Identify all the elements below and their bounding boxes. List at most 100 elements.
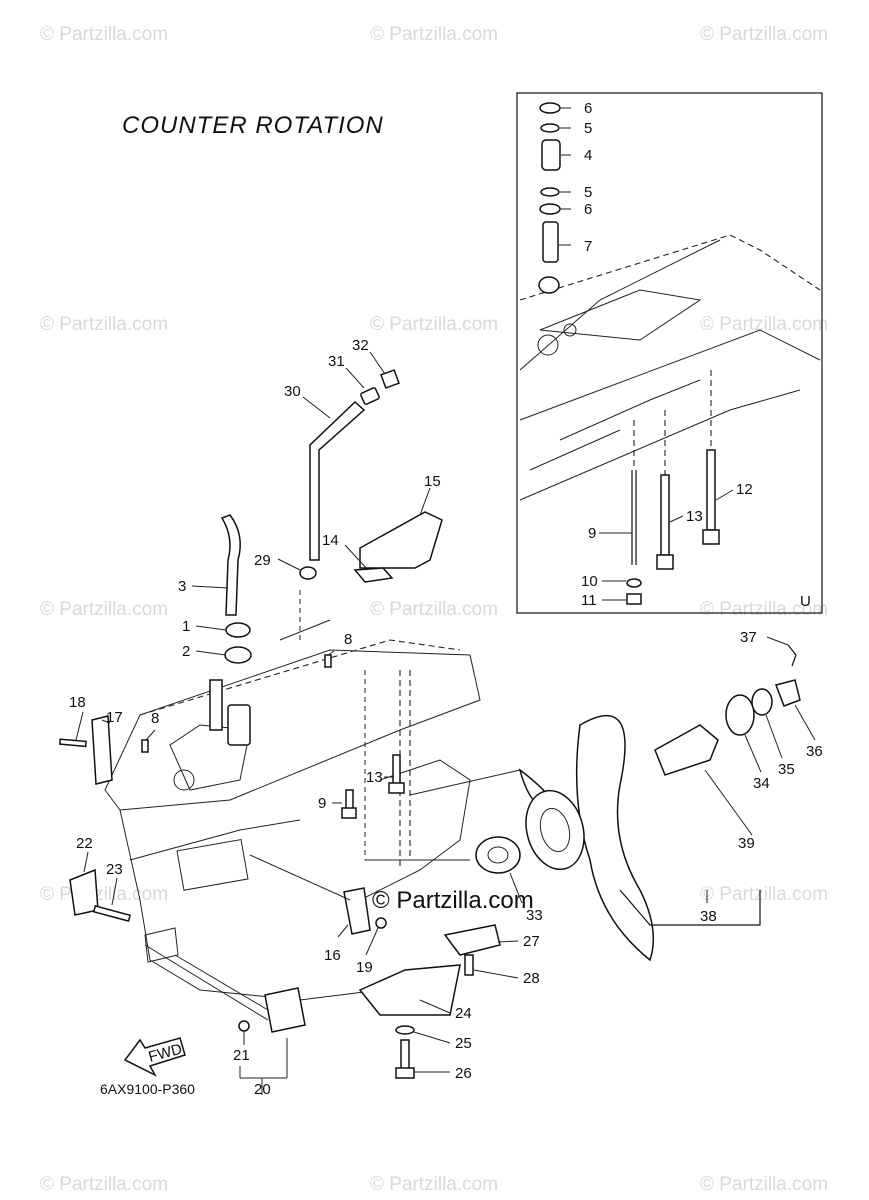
propeller-hub (525, 789, 585, 871)
trim-tab-part-22 (69, 868, 99, 916)
watermark: © Partzilla.com (40, 599, 168, 620)
callout-35: 35 (778, 761, 795, 778)
callout-5b: 5 (584, 184, 592, 201)
watermark: © Partzilla.com (370, 314, 498, 335)
callout-32: 32 (352, 337, 369, 354)
spacer-part-33 (475, 836, 521, 874)
callout-6b: 6 (584, 201, 592, 218)
center-watermark: © Partzilla.com (372, 887, 534, 914)
bolt-part-12 (706, 449, 716, 531)
callout-8: 8 (344, 631, 352, 648)
inset-label: U (800, 593, 811, 610)
anode-part-20 (264, 987, 306, 1033)
watermark: © Partzilla.com (700, 24, 828, 45)
callout-13b: 13 (366, 769, 383, 786)
callout-34: 34 (753, 775, 770, 792)
callout-18: 18 (69, 694, 86, 711)
spline-part-39 (654, 724, 719, 776)
inset-frame (516, 92, 823, 614)
propeller-blade (575, 714, 655, 962)
callout-26: 26 (455, 1065, 472, 1082)
nut-part-21 (238, 1020, 250, 1032)
callout-25: 25 (455, 1035, 472, 1052)
thrust-washer-part-34 (725, 694, 755, 736)
callout-13: 13 (686, 508, 703, 525)
clip-part-32 (380, 369, 400, 389)
fasteners-drawing (58, 715, 501, 1079)
inset-housing-drawing (519, 234, 821, 501)
plate-part-24 (358, 964, 461, 1016)
callout-11: 11 (581, 592, 597, 609)
callout-31: 31 (328, 353, 345, 370)
washer-part-10 (626, 578, 642, 588)
watermark-group: © Partzilla.com © Partzilla.com © Partzi… (40, 24, 828, 1195)
callout-labels: 1 2 3 5 6 4 5 6 7 8 8 9 9 10 11 12 13 13… (69, 100, 823, 1098)
speedometer-tube-part-30 (309, 400, 366, 561)
bolt-part-13 (660, 474, 670, 556)
callout-36: 36 (806, 743, 823, 760)
seal-part-5b (540, 187, 560, 197)
watermark: © Partzilla.com (40, 1174, 168, 1195)
collar-part-7 (542, 221, 559, 263)
screw-part-18 (58, 738, 87, 748)
callout-19: 19 (356, 959, 373, 976)
washer-part-25 (395, 1025, 415, 1035)
watermark: © Partzilla.com (700, 884, 828, 905)
callout-22: 22 (76, 835, 93, 852)
watermark: © Partzilla.com (700, 599, 828, 620)
callout-14: 14 (322, 532, 339, 549)
pin-part-8b (141, 739, 149, 753)
callout-24: 24 (455, 1005, 472, 1022)
inset-parts (538, 102, 720, 605)
watermark: © Partzilla.com (370, 599, 498, 620)
grommet-part-29 (299, 566, 317, 580)
callout-8b: 8 (151, 710, 159, 727)
seal-part-6b (539, 203, 561, 215)
callout-30: 30 (284, 383, 301, 400)
washer-part-35 (751, 688, 773, 716)
callout-5: 5 (584, 120, 592, 137)
bolt-part-28 (464, 954, 474, 976)
nut-part-19 (375, 917, 387, 929)
fwd-arrow-label: FWD (147, 1041, 185, 1066)
bolt-part-23 (92, 905, 132, 922)
callout-3: 3 (178, 578, 186, 595)
gasket-part-15 (359, 511, 443, 569)
callout-38: 38 (700, 908, 717, 925)
watermark: © Partzilla.com (370, 24, 498, 45)
gearcase-drawing (104, 639, 481, 1001)
hoses-drawing (141, 369, 443, 753)
callout-23: 23 (106, 861, 123, 878)
callout-28: 28 (523, 970, 540, 987)
callout-29: 29 (254, 552, 271, 569)
callout-27: 27 (523, 933, 540, 950)
watermark: © Partzilla.com (370, 1174, 498, 1195)
cotter-pin-part-37 (787, 644, 797, 667)
callout-9b: 9 (318, 795, 326, 812)
callout-10: 10 (581, 573, 598, 590)
callout-37: 37 (740, 629, 757, 646)
seal-part-2 (224, 646, 252, 664)
anode-part-17 (91, 715, 113, 785)
pump-housing (227, 704, 251, 746)
watermark: © Partzilla.com (700, 1174, 828, 1195)
nut-part-36 (775, 679, 801, 707)
watermark: © Partzilla.com (40, 884, 168, 905)
watermark: © Partzilla.com (700, 314, 828, 335)
diagram-title: COUNTER ROTATION (122, 112, 384, 139)
callout-6: 6 (584, 100, 592, 117)
callout-1: 1 (182, 618, 190, 635)
watermark: © Partzilla.com (40, 24, 168, 45)
plate-part-27 (443, 924, 501, 956)
callout-12: 12 (736, 481, 753, 498)
fwd-arrow: FWD (123, 1037, 186, 1077)
bolt-part-26 (400, 1039, 410, 1071)
propeller-drawing (475, 644, 801, 962)
callout-16: 16 (324, 947, 341, 964)
callout-20: 20 (254, 1081, 271, 1098)
grommet-part-1 (225, 622, 251, 638)
bolt-part-13-main (392, 754, 401, 786)
seal-part-6 (539, 102, 561, 114)
